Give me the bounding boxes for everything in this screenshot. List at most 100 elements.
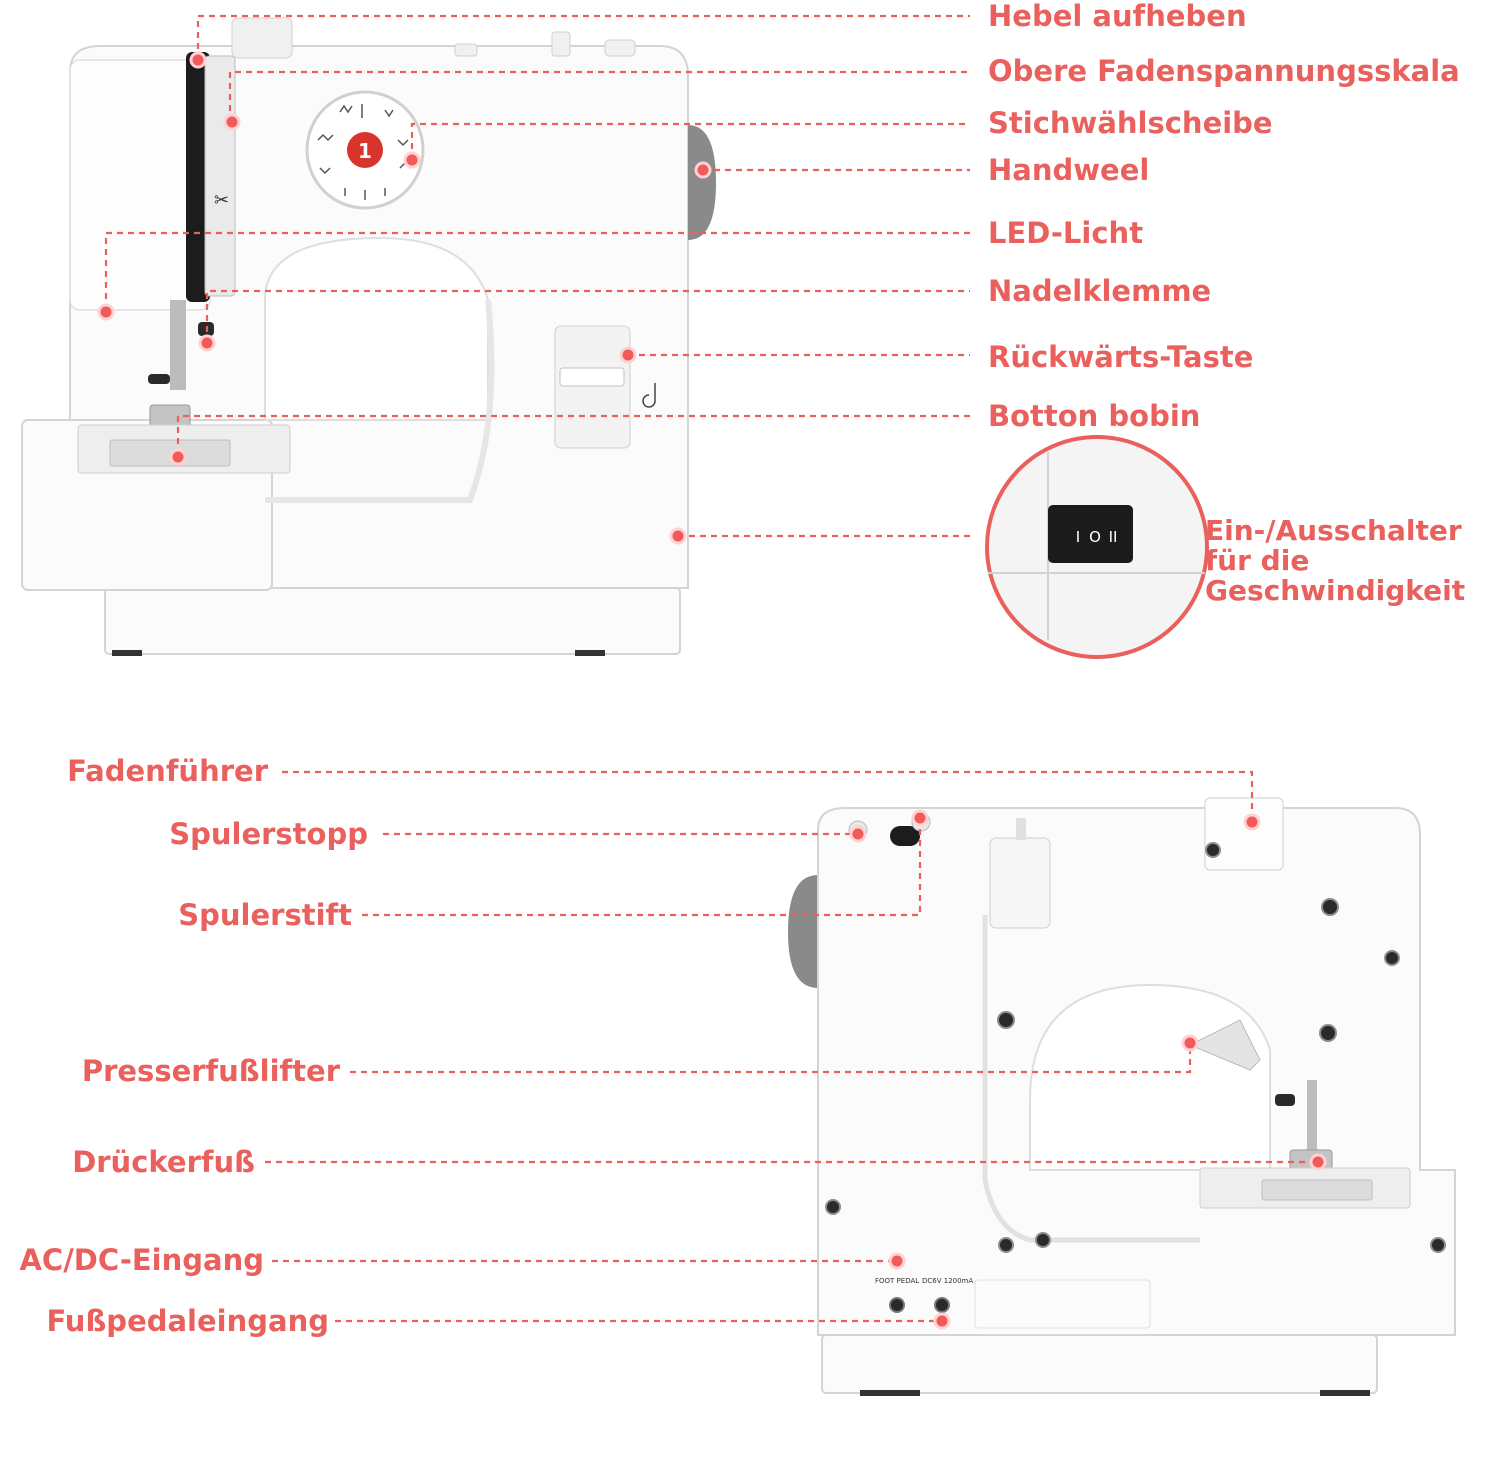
front-throat-shadow <box>265 299 495 503</box>
screw-hole <box>997 1011 1015 1029</box>
screw-hole <box>1319 1024 1337 1042</box>
dot-handweel <box>694 161 712 179</box>
screw-hole <box>825 1199 841 1215</box>
label-bobin: Botton bobin <box>988 399 1200 433</box>
leader-led <box>104 231 970 310</box>
label-spulerstift: Spulerstift <box>178 898 352 932</box>
dc-input-marking: DC6V 1200mA <box>922 1277 973 1285</box>
label-stichwahl: Stichwählscheibe <box>988 106 1273 140</box>
screw-hole <box>1205 842 1221 858</box>
back-bobbin-cover <box>1261 1179 1373 1201</box>
screw-hole <box>1384 950 1400 966</box>
back-machine: FOOT PEDAL DC6V 1200mA <box>788 797 1456 1396</box>
dot-fadenfuehrer <box>1243 813 1261 831</box>
back-base <box>821 1334 1378 1394</box>
stitch-symbols <box>317 104 411 200</box>
label-rueckwaerts: Rückwärts-Taste <box>988 340 1253 374</box>
back-needle-bar <box>1307 1080 1317 1160</box>
dot-nadelklemme <box>198 334 216 352</box>
back-leaders <box>265 770 1327 1330</box>
dot-bobin <box>169 448 187 466</box>
label-acdc: AC/DC-Eingang <box>19 1243 264 1277</box>
label-schalter-3: Geschwindigkeit <box>1205 574 1465 607</box>
screw-hole <box>998 1237 1014 1253</box>
front-labels: Hebel aufheben Obere Fadenspannungsskala… <box>988 0 1465 607</box>
front-machine: ✂ 1 <box>21 17 716 656</box>
front-throat <box>264 236 489 421</box>
dot-spulerstopp <box>849 825 867 843</box>
reverse-arrow-icon <box>642 383 656 408</box>
dot-spulerstift <box>911 809 929 827</box>
leader-spulerstift <box>362 820 922 917</box>
stitch-dial-number: 1 <box>358 139 372 163</box>
label-nadelklemme: Nadelklemme <box>988 274 1211 308</box>
foot-pedal-port[interactable] <box>889 1297 905 1313</box>
needle-screw <box>148 374 170 384</box>
switch-mark-on: I <box>1076 528 1080 546</box>
label-drueckerfuss: Drückerfuß <box>72 1145 255 1179</box>
leader-fadenfuehrer <box>282 770 1254 820</box>
label-hebel: Hebel aufheben <box>988 0 1247 33</box>
back-foot-left <box>860 1390 920 1396</box>
leader-spannung <box>228 70 970 122</box>
thread-guide-plate <box>1204 797 1284 871</box>
bobbin-winder <box>890 826 920 846</box>
dot-led <box>97 303 115 321</box>
back-labels: Fadenführer Spulerstopp Spulerstift Pres… <box>19 754 368 1338</box>
screw-hole <box>1035 1232 1051 1248</box>
back-throat <box>1029 983 1271 1171</box>
spool <box>989 837 1051 929</box>
switch-inset: I O II <box>985 435 1209 659</box>
switch-mark-high: II <box>1109 528 1118 546</box>
label-handweel: Handweel <box>988 153 1149 187</box>
screw-hole <box>1430 1237 1446 1253</box>
scissors-icon: ✂ <box>214 190 229 211</box>
presser-lifter[interactable] <box>1188 1019 1261 1071</box>
front-thread-take-up <box>231 17 293 59</box>
front-pin-2 <box>551 31 571 57</box>
front-pin-3 <box>604 39 636 57</box>
dot-schalter <box>669 527 687 545</box>
switch-mark-off: O <box>1089 528 1101 546</box>
label-spulerstopp: Spulerstopp <box>169 817 368 851</box>
label-led: LED-Licht <box>988 216 1143 250</box>
dot-fusspedal <box>933 1312 951 1330</box>
dc-input-port[interactable] <box>934 1297 950 1313</box>
dot-acdc <box>888 1252 906 1270</box>
label-presserfuss: Presserfußlifter <box>82 1054 341 1088</box>
foot-pedal-marking: FOOT PEDAL <box>875 1277 919 1285</box>
screw-holes <box>825 842 1446 1253</box>
leader-stichwahl <box>410 122 970 160</box>
screw-hole <box>1321 898 1339 916</box>
power-switch[interactable] <box>1048 505 1133 563</box>
spool-pin <box>1016 818 1026 840</box>
back-arm-contour <box>982 915 1200 1243</box>
leader-hebel <box>196 14 970 60</box>
back-needle-screw <box>1275 1094 1295 1106</box>
front-leaders <box>97 14 970 545</box>
thread-slot <box>186 52 210 302</box>
dot-presserfuss <box>1181 1034 1199 1052</box>
dot-hebel <box>189 51 207 69</box>
bobbin-cover <box>109 439 231 467</box>
label-schalter-2: für die <box>1205 544 1309 577</box>
dot-spannung <box>223 113 241 131</box>
front-foot-left <box>112 650 142 656</box>
label-schalter-1: Ein-/Ausschalter <box>1205 514 1462 547</box>
front-base <box>104 587 681 655</box>
back-foot-right <box>1320 1390 1370 1396</box>
front-foot-right <box>575 650 605 656</box>
front-handwheel[interactable] <box>688 125 716 240</box>
back-handwheel[interactable] <box>788 875 818 988</box>
dot-drueckerfuss <box>1309 1153 1327 1171</box>
label-fusspedal: Fußpedaleingang <box>46 1304 329 1338</box>
tension-panel <box>204 55 236 297</box>
front-pin-1 <box>454 43 478 57</box>
dot-rueckwaerts <box>619 346 637 364</box>
label-spannung: Obere Fadenspannungsskala <box>988 54 1460 88</box>
reverse-button-housing <box>554 325 631 449</box>
back-label-area <box>974 1279 1151 1329</box>
reverse-button[interactable] <box>559 367 625 387</box>
dot-stichwahl <box>403 151 421 169</box>
